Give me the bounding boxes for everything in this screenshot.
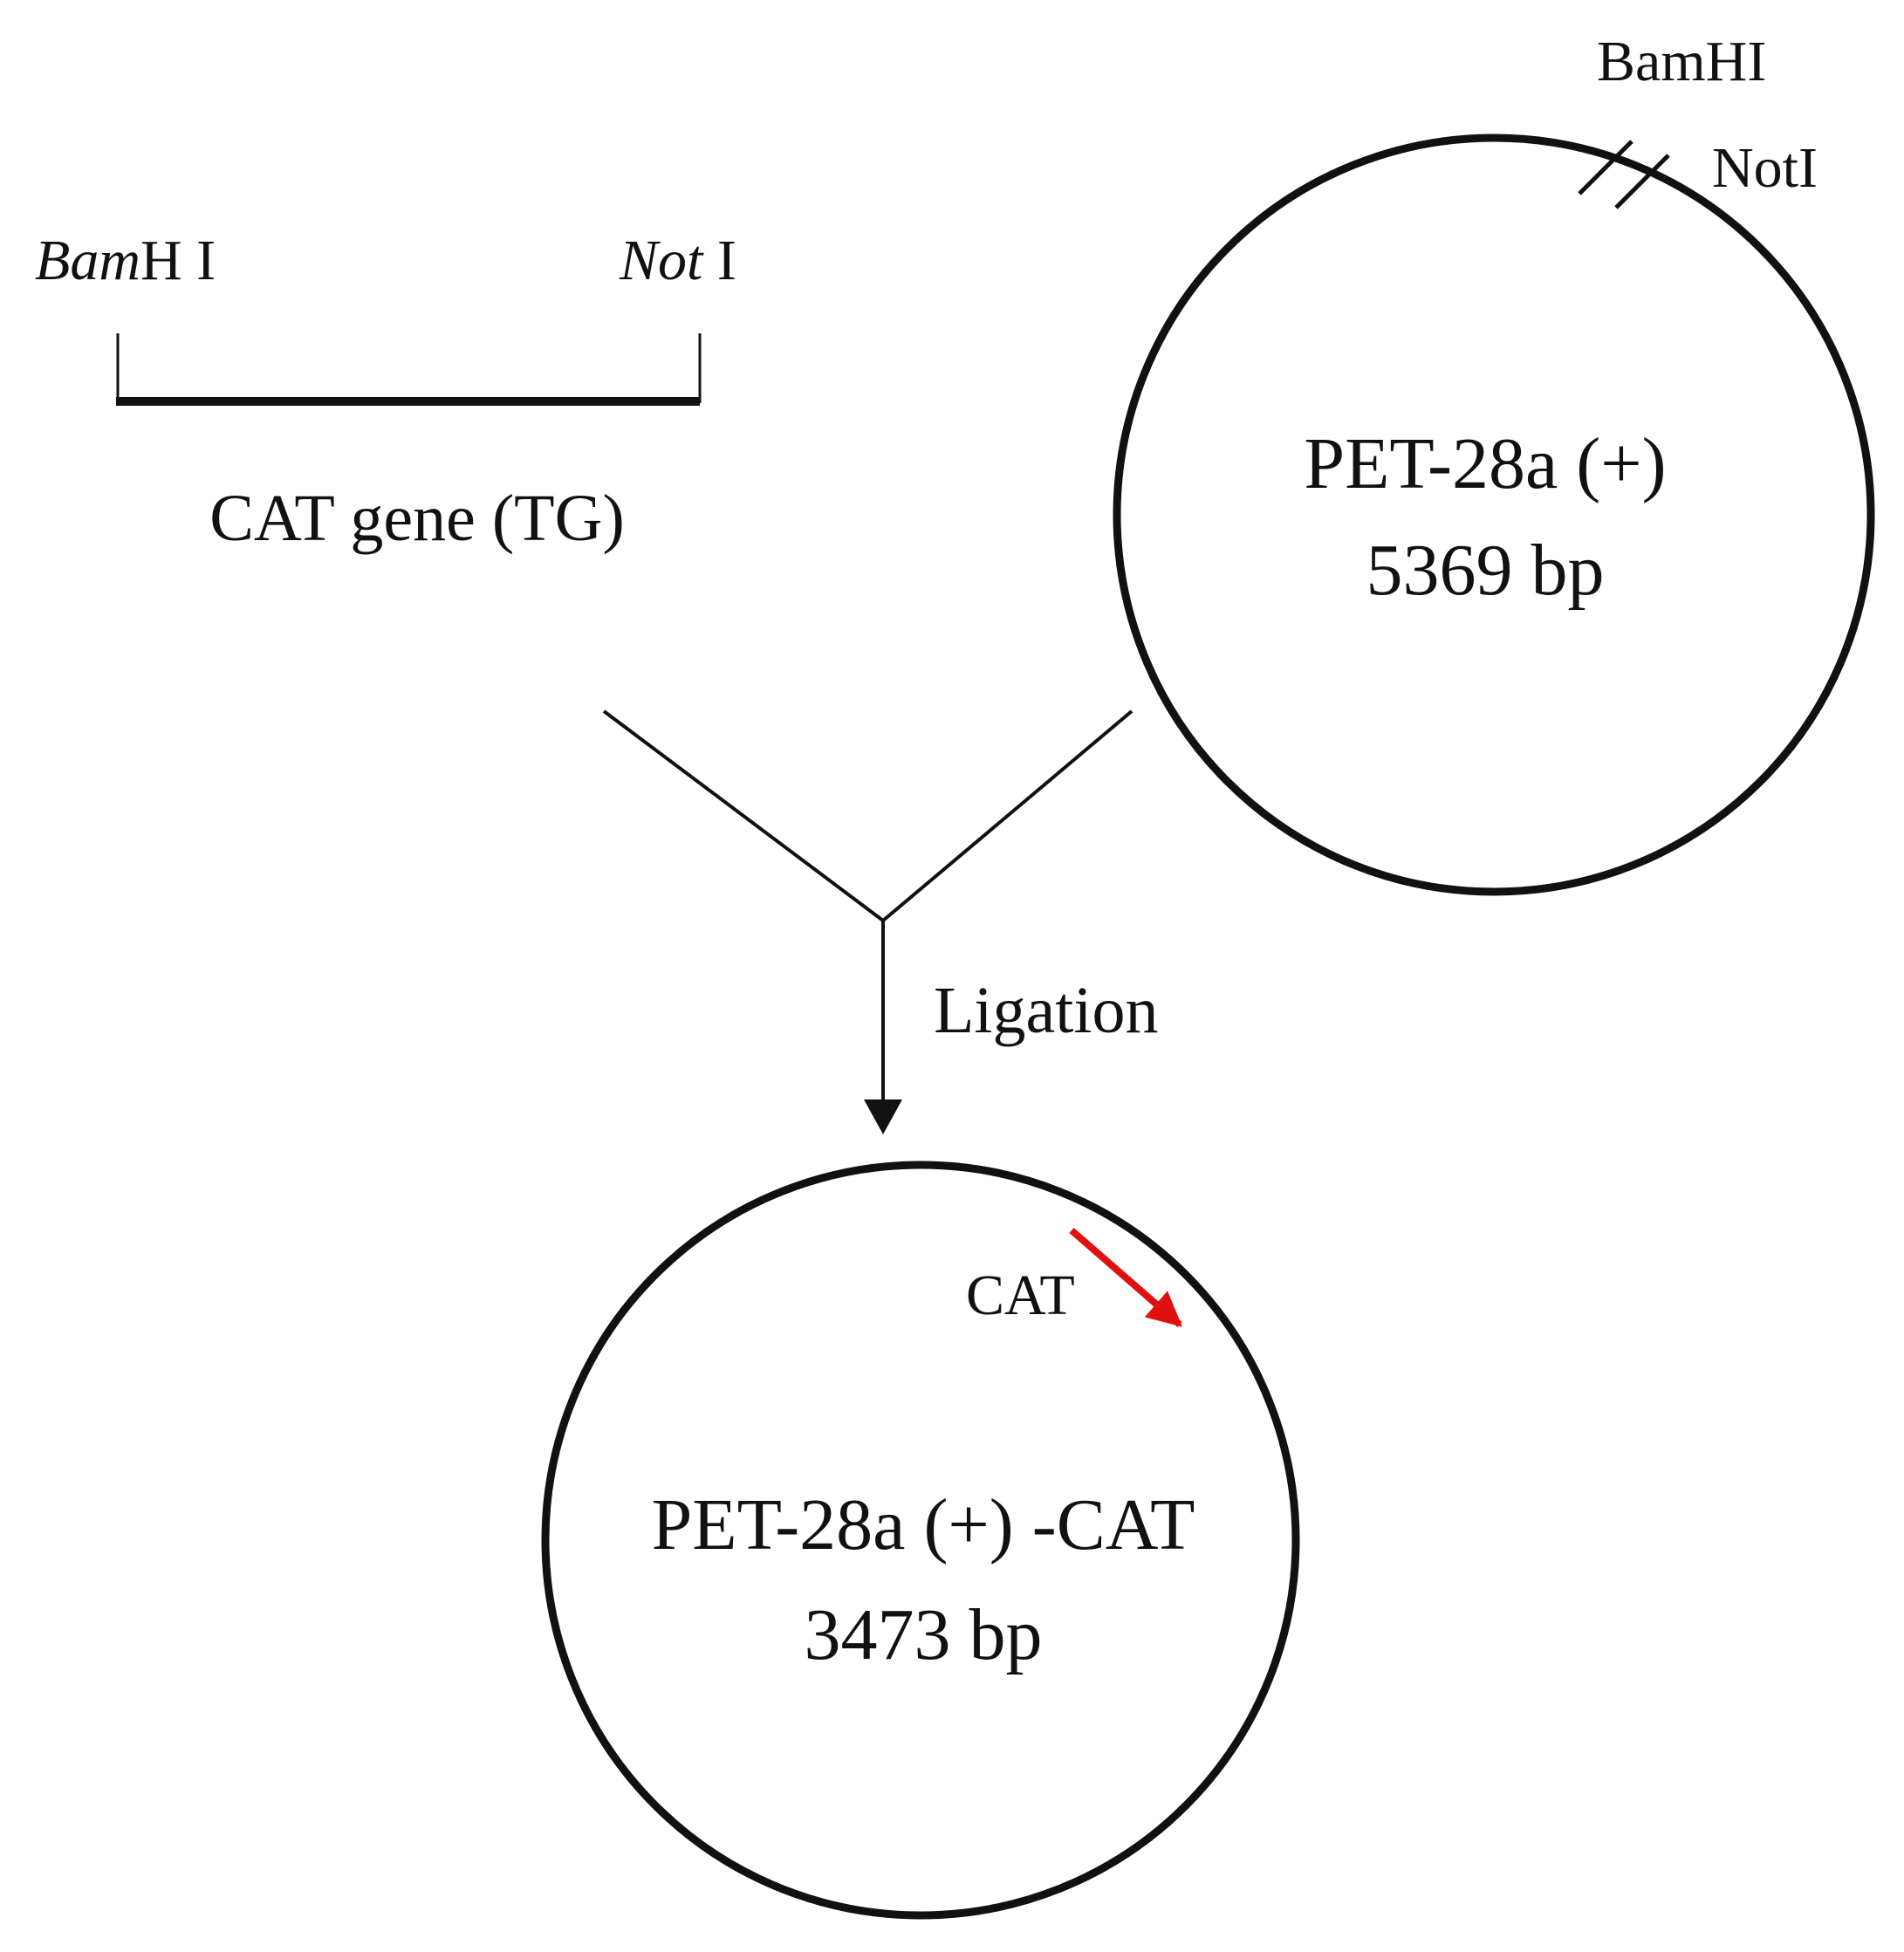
insert-bamhi-label: BamH I — [35, 232, 216, 290]
ligation-arrow-head — [864, 1099, 902, 1134]
vector-plasmid-circle — [1113, 134, 1875, 896]
insert-bamhi-italic: Bam — [35, 229, 140, 292]
insert-noti-rest: I — [702, 229, 736, 292]
product-cat-label: CAT — [966, 1264, 1075, 1327]
product-name-label: PET-28a (+) -CAT — [651, 1484, 1195, 1565]
insert-noti-label: Not I — [620, 232, 736, 290]
insert-name-label: CAT gene (TG) — [209, 482, 625, 555]
merge-line-left — [602, 709, 885, 922]
insert-bamhi-rest: H I — [140, 229, 216, 292]
vector-noti-label: NotI — [1712, 136, 1818, 200]
merge-line-right — [881, 709, 1133, 922]
insert-noti-italic: Not — [620, 229, 703, 292]
noti-cut-mark — [1614, 154, 1670, 209]
cat-gene-arrow — [1069, 1227, 1183, 1328]
vector-size-label: 5369 bp — [1366, 530, 1605, 611]
vector-name-label: PET-28a (+) — [1304, 423, 1667, 504]
ligation-label: Ligation — [934, 974, 1159, 1047]
insert-fragment — [116, 333, 702, 406]
bamhi-cut-mark — [1578, 140, 1633, 195]
product-plasmid-circle — [541, 1161, 1300, 1920]
product-size-label: 3473 bp — [804, 1594, 1043, 1675]
vector-bamhi-label: BamHI — [1597, 30, 1767, 93]
